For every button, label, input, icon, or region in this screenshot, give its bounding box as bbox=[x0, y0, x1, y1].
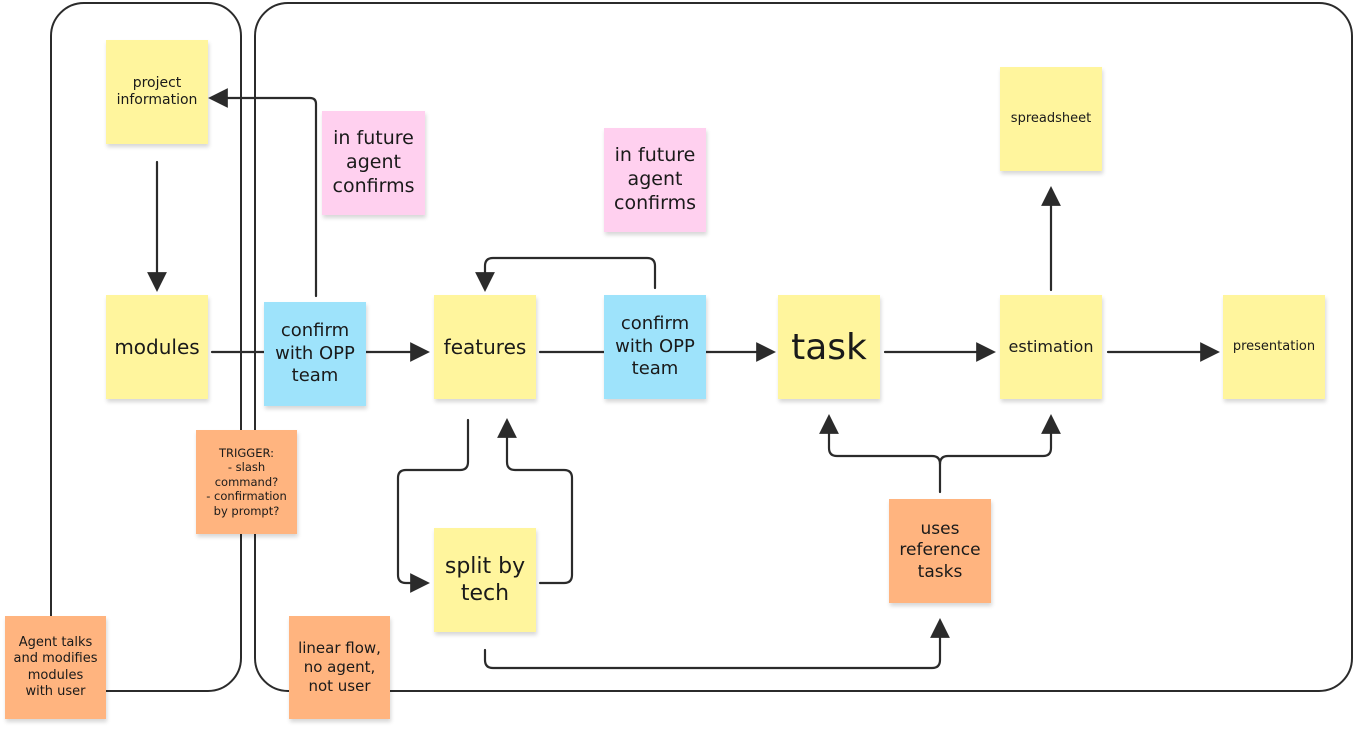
note-estimation[interactable]: estimation bbox=[1000, 295, 1102, 399]
edge-split-to-features bbox=[497, 418, 574, 585]
note-features-text: features bbox=[443, 334, 527, 359]
note-agent-talks-text: Agent talks and modifies modules with us… bbox=[13, 635, 98, 699]
note-in-future-agent-confirms-1[interactable]: in future agent confirms bbox=[322, 111, 425, 215]
note-modules[interactable]: modules bbox=[106, 295, 208, 399]
note-modules-text: modules bbox=[114, 334, 200, 359]
note-confirm-with-opp-team-2-text: confirm with OPP team bbox=[615, 313, 695, 380]
note-split-by-tech[interactable]: split by tech bbox=[434, 528, 536, 632]
edge-reference-to-task bbox=[819, 414, 942, 494]
note-in-future-agent-confirms-2[interactable]: in future agent confirms bbox=[604, 128, 706, 232]
note-trigger[interactable]: TRIGGER: - slash command? - confirmation… bbox=[196, 430, 297, 534]
note-task[interactable]: task bbox=[778, 295, 880, 399]
note-presentation[interactable]: presentation bbox=[1223, 295, 1325, 399]
note-confirm-with-opp-team-2[interactable]: confirm with OPP team bbox=[604, 295, 706, 399]
note-spreadsheet[interactable]: spreadsheet bbox=[1000, 67, 1102, 171]
edge-confirm2-loop-features bbox=[475, 256, 657, 292]
edge-confirm-to-project bbox=[208, 88, 318, 298]
note-presentation-text: presentation bbox=[1232, 338, 1316, 354]
note-confirm-with-opp-team-1[interactable]: confirm with OPP team bbox=[264, 302, 366, 406]
edge-features-to-split bbox=[396, 418, 470, 593]
note-linear-flow[interactable]: linear flow, no agent, not user bbox=[289, 616, 390, 719]
note-split-by-tech-text: split by tech bbox=[444, 553, 526, 607]
agent-zone-frame bbox=[50, 2, 242, 692]
note-in-future-agent-confirms-2-text: in future agent confirms bbox=[614, 144, 696, 214]
edge-split-to-reference bbox=[483, 618, 950, 670]
note-uses-reference-tasks-text: uses reference tasks bbox=[899, 519, 981, 582]
note-project-information-text: project information bbox=[116, 74, 198, 109]
note-task-text: task bbox=[791, 326, 867, 368]
note-in-future-agent-confirms-1-text: in future agent confirms bbox=[332, 127, 415, 197]
note-project-information[interactable]: project information bbox=[106, 40, 208, 144]
linear-flow-zone-frame bbox=[254, 2, 1353, 692]
note-trigger-text: TRIGGER: - slash command? - confirmation… bbox=[206, 446, 287, 518]
edge-reference-to-estimation bbox=[938, 414, 1061, 466]
note-estimation-text: estimation bbox=[1008, 337, 1094, 356]
note-confirm-with-opp-team-1-text: confirm with OPP team bbox=[275, 320, 355, 387]
note-agent-talks[interactable]: Agent talks and modifies modules with us… bbox=[5, 616, 106, 719]
note-features[interactable]: features bbox=[434, 295, 536, 399]
note-uses-reference-tasks[interactable]: uses reference tasks bbox=[889, 499, 991, 603]
note-linear-flow-text: linear flow, no agent, not user bbox=[298, 639, 381, 695]
note-spreadsheet-text: spreadsheet bbox=[1010, 110, 1092, 126]
